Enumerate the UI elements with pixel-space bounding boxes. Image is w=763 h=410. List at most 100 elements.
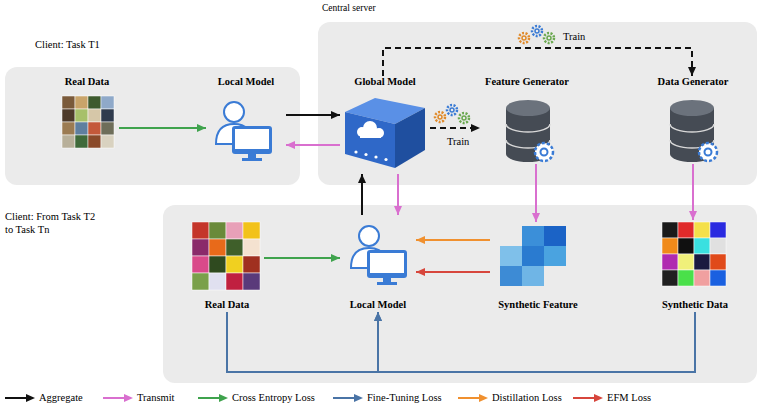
legend-sample [198, 393, 228, 403]
image-grid [243, 239, 260, 256]
illustration [544, 33, 554, 43]
model-box: Local Model [206, 76, 286, 164]
image-grid [75, 96, 88, 109]
synthetic-image-grid [694, 238, 710, 254]
legend-arrow-head [354, 394, 363, 402]
image-grid [75, 122, 88, 135]
synthetic-image-grid [662, 222, 678, 238]
synthetic-image-grid [694, 270, 710, 286]
image-grid [88, 96, 101, 109]
server-panel: Central serverGlobal ModelFeature Genera… [318, 22, 757, 185]
flow-arrow [264, 257, 340, 259]
feature-matrix [500, 246, 522, 266]
data-box: Synthetic Data [650, 220, 740, 312]
server-icon [395, 108, 425, 168]
flow-arrow [397, 174, 399, 215]
node-title: Feature Generator [483, 76, 571, 89]
synthetic-image-grid [678, 270, 694, 286]
image-grid [192, 273, 209, 290]
illustration [351, 226, 407, 285]
legend-arrow-head [219, 394, 228, 402]
image-grid [192, 222, 260, 290]
synthetic-image-grid [678, 222, 694, 238]
legend-arrow-head [594, 394, 603, 402]
feature-matrix [544, 226, 566, 246]
image-grid [101, 96, 114, 109]
server-icon [384, 158, 387, 161]
image-grid [88, 122, 101, 135]
node-title: Real Data [63, 76, 112, 89]
image-grid [243, 256, 260, 273]
legend-line [458, 397, 480, 399]
legend-sample [458, 393, 488, 403]
generator-box: Data Generator [648, 76, 738, 164]
illustration [216, 102, 272, 161]
server-icon [354, 150, 357, 153]
flow-arrow [227, 312, 378, 372]
legend-item: Distillation Loss [458, 390, 562, 406]
synthetic-image-grid [678, 254, 694, 270]
synthetic-image-grid [710, 222, 726, 238]
server-icon [345, 112, 395, 168]
server-icon [345, 98, 425, 168]
feature-box: Synthetic Feature [490, 222, 586, 312]
synthetic-image-grid [694, 222, 710, 238]
legend-sample [103, 393, 133, 403]
synthetic-image-grid [662, 222, 726, 286]
flow-arrow [378, 312, 695, 372]
image-grid [192, 239, 209, 256]
data-box: Real Data [55, 76, 119, 152]
legend-sample [573, 393, 603, 403]
synthetic-image-grid [710, 270, 726, 286]
flow-arrow [692, 164, 694, 220]
illustration [506, 100, 553, 162]
legend-arrow-head [479, 394, 488, 402]
illustration [447, 105, 457, 115]
node-title: Synthetic Feature [496, 299, 579, 312]
node-title: Synthetic Data [660, 299, 730, 312]
legend-arrow-head [26, 394, 35, 402]
legend-text: Aggregate [39, 392, 83, 405]
image-grid [209, 273, 226, 290]
panel-heading: Client: Task T1 [35, 39, 100, 52]
image-grid [192, 222, 209, 239]
legend-line [5, 397, 27, 399]
panel-heading: Client: From Task T2 to Task Tn [5, 211, 105, 236]
legend-line [573, 397, 595, 399]
image-grid [192, 256, 209, 273]
illustration [435, 112, 445, 122]
node-title: Real Data [203, 299, 252, 312]
legend-arrow-head [124, 394, 133, 402]
client-panel [163, 205, 757, 383]
image-grid [101, 135, 114, 148]
feature-matrix [522, 246, 544, 266]
illustration [519, 33, 529, 43]
feature-matrix [544, 246, 566, 266]
image-grid [226, 273, 243, 290]
feature-matrix [522, 266, 544, 286]
server-icon [374, 155, 377, 158]
legend-text: Distillation Loss [492, 392, 562, 405]
feature-matrix [522, 226, 544, 246]
server-icon [364, 153, 367, 156]
legend-sample [5, 393, 35, 403]
synthetic-image-grid [710, 238, 726, 254]
legend-line [198, 397, 220, 399]
synthetic-image-grid [694, 254, 710, 270]
model-box: Local Model [340, 215, 416, 312]
feature-matrix [500, 266, 522, 286]
train-arrow [383, 48, 692, 76]
legend-item: Aggregate [5, 390, 83, 406]
image-grid [75, 109, 88, 122]
synthetic-image-grid [662, 270, 678, 286]
image-grid [75, 135, 88, 148]
flow-arrow [119, 127, 206, 129]
image-grid [209, 256, 226, 273]
edge-label: Train [563, 31, 585, 44]
image-grid [62, 135, 75, 148]
generator-box: Feature Generator [480, 76, 574, 164]
model-box: Global Model [340, 76, 430, 174]
client-panel: Client: Task T1Real DataLocal Model [5, 67, 300, 185]
